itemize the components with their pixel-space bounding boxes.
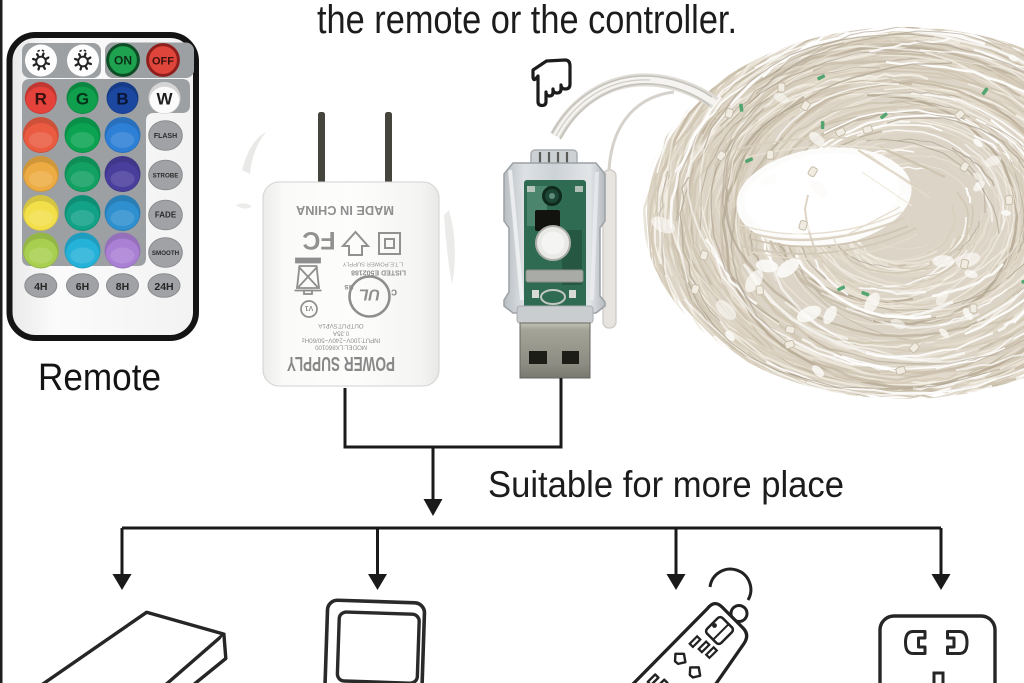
svg-text:G: G	[76, 90, 89, 109]
svg-text:OFF: OFF	[152, 55, 174, 67]
svg-text:R: R	[35, 90, 47, 109]
svg-text:us: us	[344, 283, 354, 292]
svg-text:c: c	[391, 287, 397, 299]
svg-text:8H: 8H	[116, 281, 129, 293]
svg-text:MADE IN CHINA: MADE IN CHINA	[295, 203, 394, 218]
svg-text:B: B	[116, 90, 128, 109]
svg-text:6H: 6H	[76, 281, 89, 293]
svg-text:ON: ON	[114, 54, 132, 68]
svg-text:OUTPUT:5V⃉1A: OUTPUT:5V⃉1A	[317, 322, 363, 329]
svg-text:STROBE: STROBE	[153, 172, 179, 179]
svg-text:INPUT:100V~240V~50/60Hz: INPUT:100V~240V~50/60Hz	[302, 337, 381, 344]
svg-text:FADE: FADE	[155, 210, 177, 219]
svg-text:0.35A: 0.35A	[332, 330, 349, 337]
svg-text:Suitable for more place: Suitable for more place	[488, 464, 844, 505]
svg-text:W: W	[156, 90, 173, 109]
svg-text:24H: 24H	[154, 281, 173, 293]
svg-text:V1: V1	[305, 304, 314, 311]
svg-text:SMOOTH: SMOOTH	[152, 250, 180, 257]
svg-text:FLASH: FLASH	[154, 133, 177, 140]
svg-text:the remote or the controller.: the remote or the controller.	[317, 0, 737, 42]
svg-text:POWER SUPPLY: POWER SUPPLY	[287, 352, 395, 374]
svg-text:FC: FC	[302, 226, 335, 254]
svg-text:MODEL:LX860100: MODEL:LX860100	[314, 344, 366, 351]
svg-text:Remote: Remote	[38, 357, 161, 399]
svg-text:LISTED E502188: LISTED E502188	[351, 269, 406, 276]
svg-text:4H: 4H	[34, 281, 47, 293]
svg-text:UL: UL	[359, 286, 380, 303]
svg-text:L.T.E.POWER SUPPLY: L.T.E.POWER SUPPLY	[342, 261, 403, 267]
